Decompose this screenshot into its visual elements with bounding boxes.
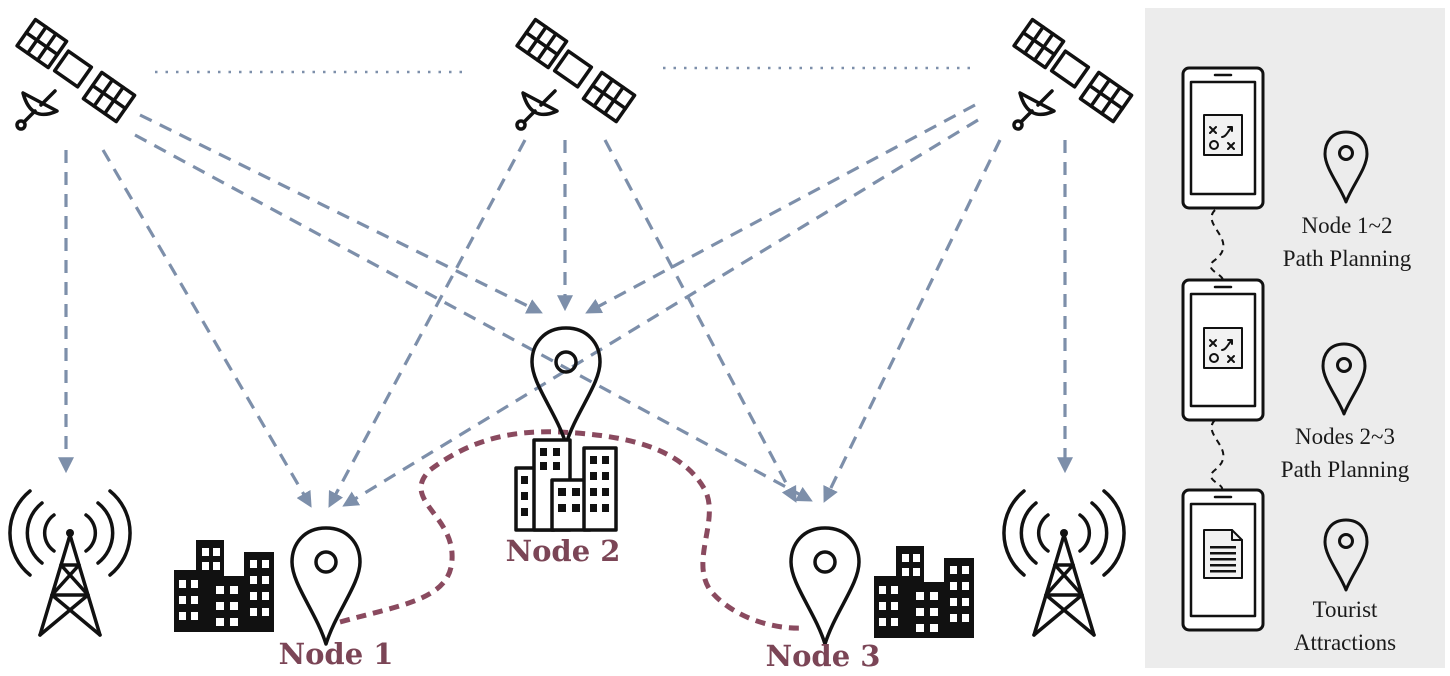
node-1-label: Node 1 — [279, 637, 394, 671]
node-3-label: Node 3 — [766, 639, 881, 673]
node-2-label: Node 2 — [506, 534, 621, 568]
phone-sequence-link — [1210, 419, 1225, 491]
satellite-downlinks — [58, 103, 1073, 508]
step-3-line-2: Attractions — [1294, 630, 1396, 655]
buildings-icon — [174, 540, 274, 632]
location-pin-icon — [290, 526, 362, 646]
document-icon — [1203, 529, 1243, 579]
satellite-icon — [515, 17, 637, 131]
satellite-icon — [15, 17, 137, 131]
step-1-line-1: Node 1~2 — [1301, 213, 1392, 238]
step-1-line-2: Path Planning — [1283, 246, 1412, 271]
panel-step-1: Node 1~2 Path Planning — [1181, 66, 1412, 271]
phone-sequence-link — [1209, 209, 1225, 283]
step-2-line-1: Nodes 2~3 — [1295, 424, 1395, 449]
panel-step-2: Nodes 2~3 Path Planning — [1181, 278, 1410, 482]
cell-tower-icon — [8, 489, 132, 637]
node-1: Node 1 — [174, 526, 394, 671]
map-plan-icon — [1203, 327, 1243, 369]
step-2-line-2: Path Planning — [1281, 457, 1410, 482]
location-pin-icon — [789, 526, 861, 646]
satellite-icon — [1012, 17, 1134, 131]
node-2: Node 2 — [506, 326, 621, 568]
step-3-line-1: Tourist — [1313, 597, 1378, 622]
cell-tower-icon — [1002, 489, 1126, 637]
buildings-icon — [874, 546, 974, 638]
buildings-icon — [514, 438, 618, 532]
node-3: Node 3 — [766, 526, 974, 673]
panel-step-3: Tourist Attractions — [1181, 488, 1396, 655]
map-plan-icon — [1203, 114, 1243, 156]
